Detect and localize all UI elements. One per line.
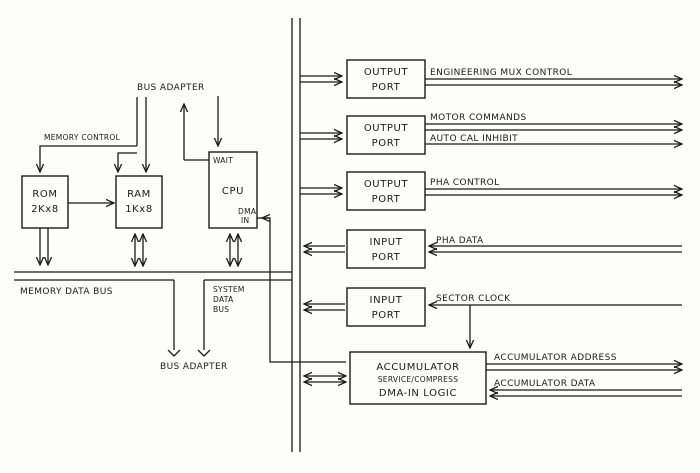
bus-adapter-top-label: BUS ADAPTER	[137, 83, 205, 93]
svg-text:PORT: PORT	[372, 194, 401, 205]
system-data-bus-label-1: SYSTEM	[213, 285, 245, 294]
ram-size: 1Kx8	[125, 204, 153, 215]
memory-control-label: MEMORY CONTROL	[44, 133, 121, 142]
bus-adapter-top-lines	[136, 96, 218, 172]
system-data-bus-label-2: DATA	[213, 295, 234, 304]
output-port-1: OUTPUT PORT	[346, 59, 426, 99]
bus-adapter-bottom-label: BUS ADAPTER	[160, 362, 228, 372]
cpu-label: CPU	[222, 186, 244, 197]
rom-block: ROM 2Kx8	[21, 175, 69, 229]
svg-text:PORT: PORT	[372, 138, 401, 149]
svg-text:PORT: PORT	[372, 82, 401, 93]
output-port-3: OUTPUT PORT	[346, 171, 426, 211]
svg-text:INPUT: INPUT	[370, 237, 403, 248]
system-bus-vertical	[291, 18, 301, 452]
cpu-dma-label: DMA	[238, 207, 257, 216]
accumulator-block: ACCUMULATOR SERVICE/COMPRESS DMA-IN LOGI…	[349, 351, 487, 405]
svg-text:OUTPUT: OUTPUT	[364, 179, 409, 190]
svg-text:OUTPUT: OUTPUT	[364, 67, 409, 78]
ram-label: RAM	[127, 189, 151, 200]
engineering-mux-control-label: ENGINEERING MUX CONTROL	[430, 68, 572, 78]
accumulator-address-label: ACCUMULATOR ADDRESS	[494, 353, 617, 363]
input-port-1: INPUT PORT	[346, 229, 426, 269]
dma-in-line	[257, 217, 346, 363]
auto-cal-inhibit-label: AUTO CAL INHIBIT	[430, 134, 518, 144]
svg-text:PORT: PORT	[372, 310, 401, 321]
system-data-bus-label-3: BUS	[213, 305, 229, 314]
svg-text:SERVICE/COMPRESS: SERVICE/COMPRESS	[378, 375, 459, 384]
rom-size: 2Kx8	[31, 204, 59, 215]
memory-control-path	[40, 145, 137, 172]
cpu-dma-in-label: IN	[241, 216, 249, 225]
cpu-block: WAIT CPU DMA IN	[208, 151, 258, 229]
cpu-wait-label: WAIT	[213, 156, 233, 165]
pha-control-label: PHA CONTROL	[430, 178, 500, 188]
svg-text:OUTPUT: OUTPUT	[364, 123, 409, 134]
svg-text:ACCUMULATOR: ACCUMULATOR	[376, 362, 459, 373]
bus-adapter-lower-lines	[167, 280, 211, 357]
pha-data-label: PHA DATA	[436, 236, 484, 246]
sector-clock-label: SECTOR CLOCK	[436, 294, 511, 304]
memory-data-bus-label: MEMORY DATA BUS	[20, 287, 113, 297]
rom-label: ROM	[32, 189, 57, 200]
ram-block: RAM 1Kx8	[115, 175, 163, 229]
input-port-2: INPUT PORT	[346, 287, 426, 327]
svg-text:DMA-IN LOGIC: DMA-IN LOGIC	[379, 388, 457, 399]
svg-text:PORT: PORT	[372, 252, 401, 263]
svg-text:INPUT: INPUT	[370, 295, 403, 306]
motor-commands-label: MOTOR COMMANDS	[430, 113, 527, 123]
accumulator-data-label: ACCUMULATOR DATA	[494, 379, 596, 389]
memory-data-bus-line	[14, 271, 292, 281]
output-port-2: OUTPUT PORT	[346, 115, 426, 155]
